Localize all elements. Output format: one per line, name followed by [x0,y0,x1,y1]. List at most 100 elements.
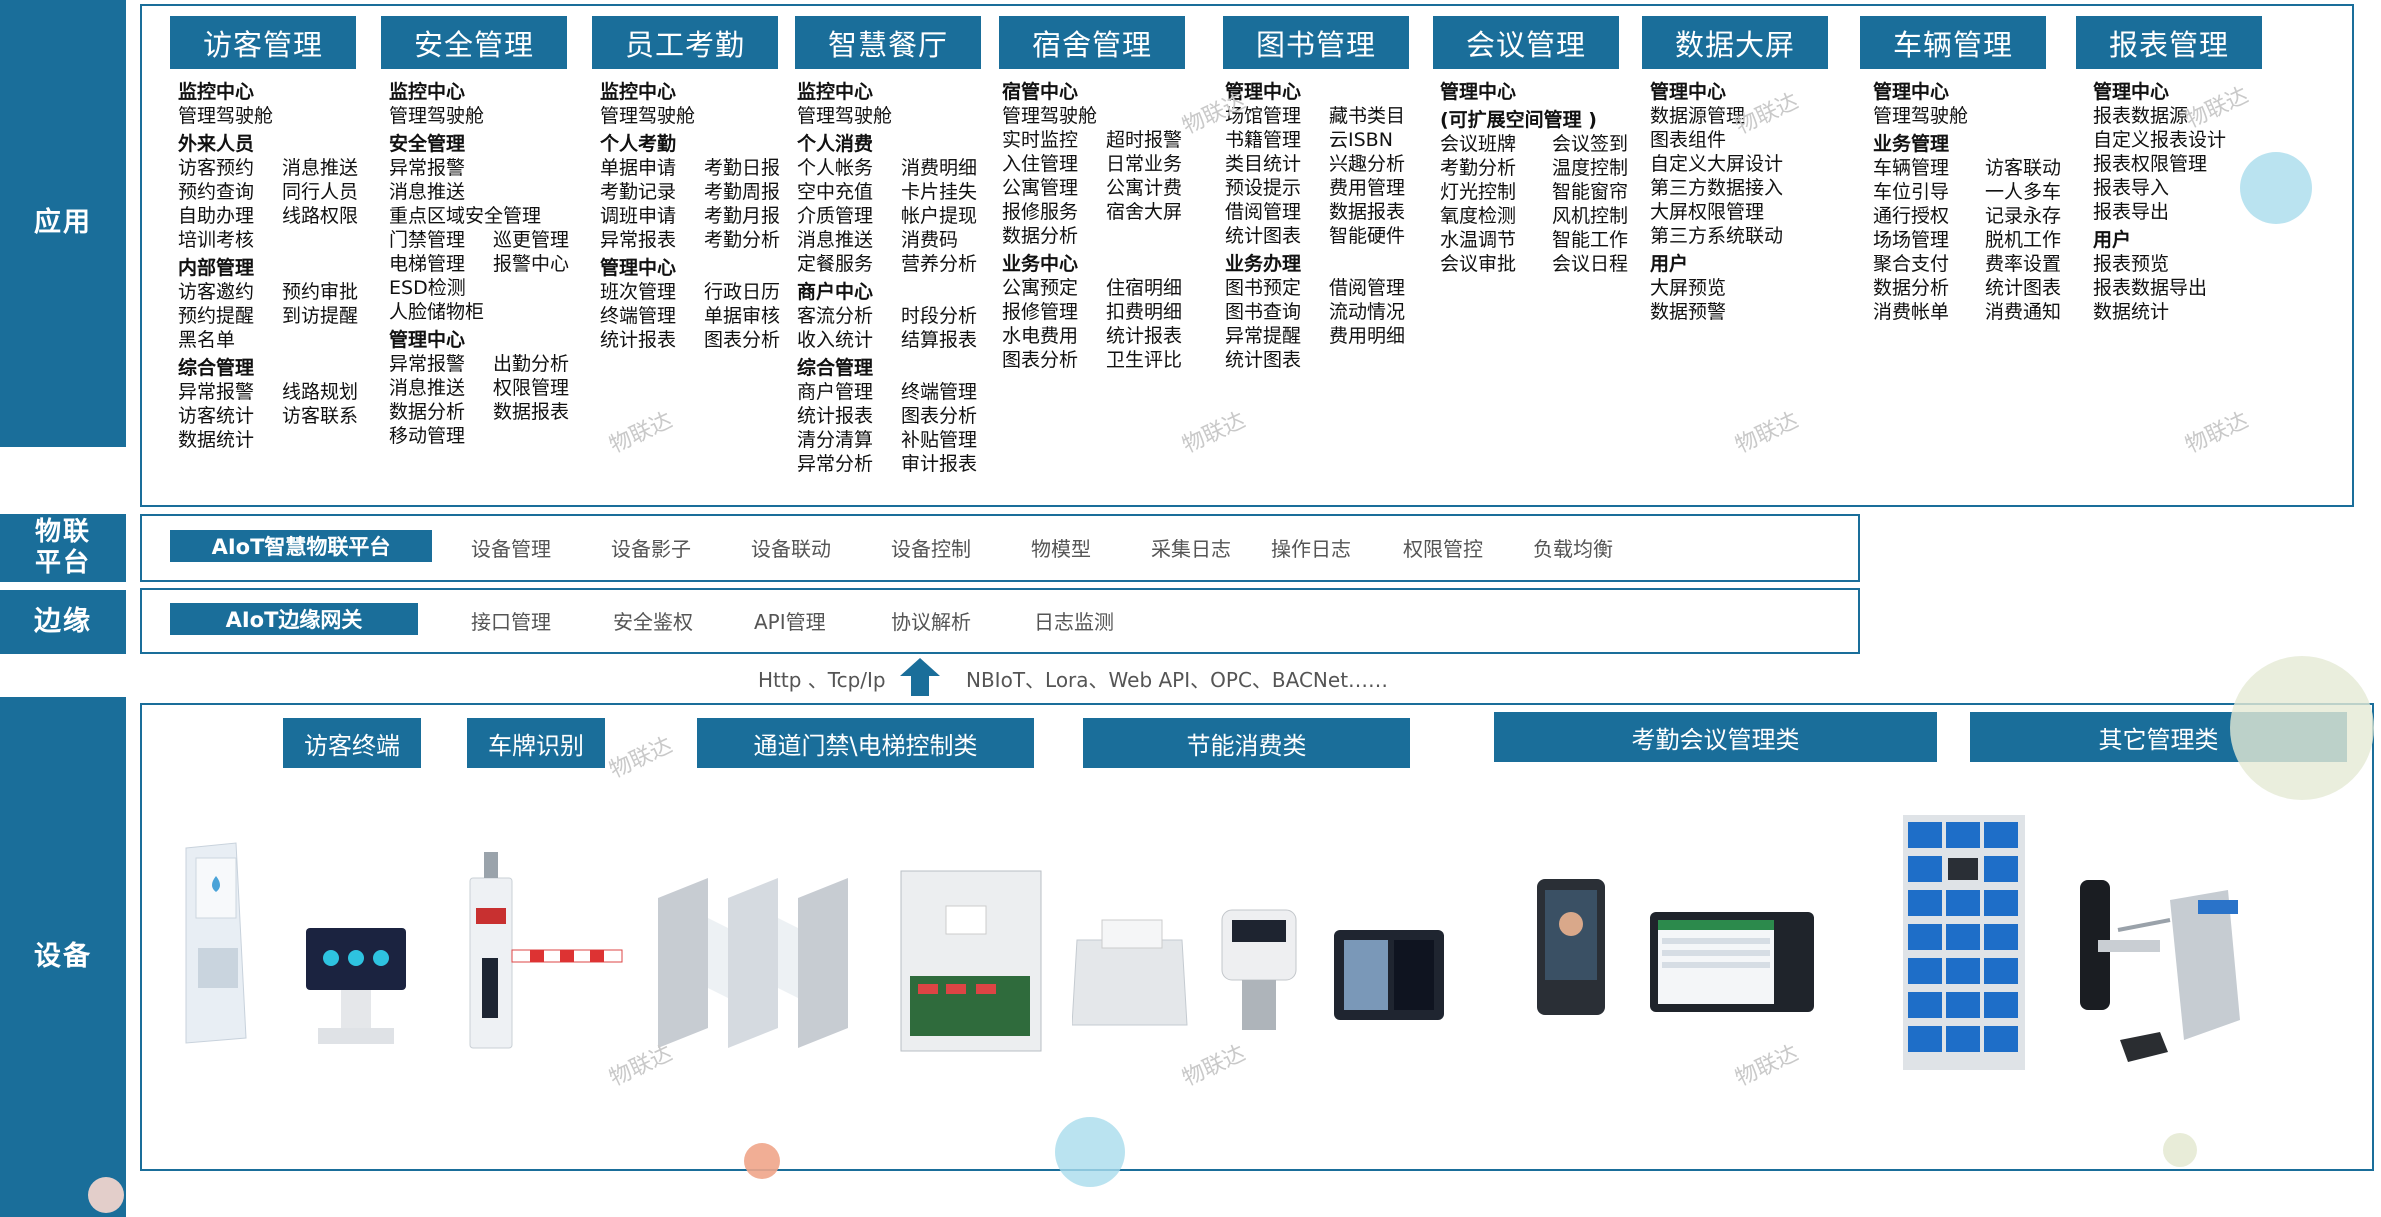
module-item: 预约提醒 [178,305,255,327]
module-item: 数据报表 [1329,201,1406,223]
module-item: 大屏权限管理 [1650,201,1765,223]
module-item: 脱机工作 [1985,229,2062,251]
module-item-row: 图表组件 [1650,128,1783,152]
module-item: 个人帐务 [797,157,874,179]
module-item: 消息推送 [797,229,874,251]
module-item: 实时监控 [1002,129,1079,151]
module-item-row: 图表分析卫生评比 [1002,348,1210,372]
module-item: 图书预定 [1225,277,1302,299]
module-header: 访客管理 [170,16,356,69]
module-item: 访客邀约 [178,281,255,303]
module-item: 自定义大屏设计 [1650,153,1784,175]
module-item-row: 访客预约 消息推送 [178,156,386,180]
module-item-row: 数据统计 [2093,300,2226,324]
module-item: 终端管理 [901,381,978,403]
module-item-row: 消费帐单 消费通知 [1873,300,2097,324]
module-item: 访客联动 [1985,157,2062,179]
module-column: 监控中心管理驾驶舱个人考勤单据申请考勤日报考勤记录考勤周报调班申请考勤月报异常报… [600,80,808,352]
module-group-title: 监控中心 [389,81,466,103]
module-item-row: 水温调节智能工作 [1440,228,1664,252]
module-item-row: 第三方数据接入 [1650,176,1783,200]
module-item: 消费帐单 [1873,301,1950,323]
module-item: 图表分析 [1002,349,1079,371]
module-column: 管理中心(可扩展空间管理 )会议班牌会议签到考勤分析温度控制灯光控制智能窗帘氧度… [1440,80,1664,276]
elevator-controller-illustration [900,870,1042,1052]
module-item: 数据分析 [1873,277,1950,299]
module-item: 清分清算 [797,429,874,451]
layer-label-iot: 物联 平台 [0,514,126,582]
module-item: 第三方数据接入 [1650,177,1784,199]
module-item-row: 管理驾驶舱 [1873,104,2097,128]
module-item-row: 入住管理日常业务 [1002,152,1210,176]
module-item: 预约审批 [282,281,359,303]
module-item-row: 统计报表图表分析 [600,328,808,352]
device-category-attendance-meeting: 考勤会议管理类 [1494,712,1937,762]
edge-item: 日志监测 [1034,610,1114,634]
module-item: 考勤月报 [704,205,781,227]
module-header: 图书管理 [1223,16,1409,69]
module-item: 黑名单 [178,329,236,351]
module-item: 借阅管理 [1225,201,1302,223]
module-item: 人脸储物柜 [389,301,485,323]
module-item: 单据审核 [704,305,781,327]
attendance-meeting-illustration [1537,879,1814,1015]
decor-circle [2163,1133,2197,1167]
module-item: 报表数据源 [2093,105,2189,127]
module-group-title: 管理中心 [1440,81,1517,103]
module-group-title: 用户 [2093,229,2132,251]
module-item-row: 数据统计 [178,428,386,452]
module-item: 管理驾驶舱 [1002,105,1098,127]
module-item: 线路权限 [282,205,359,227]
module-item-row: 报修服务宿舍大屏 [1002,200,1210,224]
decor-circle [2240,152,2312,224]
module-item-row: 公寓管理公寓计费 [1002,176,1210,200]
module-item-row: 预约查询同行人员 [178,180,386,204]
module-group-title: 内部管理 [178,257,255,279]
module-item: 消费码 [901,229,959,251]
module-item: 智能工作 [1552,229,1629,251]
module-item-row: 报表数据源 [2093,104,2226,128]
module-item-row: 消息推送权限管理 [389,376,597,400]
module-item: 访客预约 [178,157,255,179]
module-item: 公寓管理 [1002,177,1079,199]
module-group-title: 业务办理 [1225,253,1302,275]
iot-item: 负载均衡 [1533,537,1613,561]
edge-item: 接口管理 [471,610,551,634]
module-item: 异常报警 [389,157,466,179]
module-item: 报表导出 [2093,201,2170,223]
edge-gateway-tag: AIoT边缘网关 [170,603,418,635]
module-item: 温度控制 [1552,157,1629,179]
module-item: 考勤分析 [704,229,781,251]
module-item: 培训考核 [178,229,255,251]
module-item: 异常分析 [797,453,874,475]
module-item-row: 公寓预定住宿明细 [1002,276,1210,300]
module-item: 卡片挂失 [901,181,978,203]
module-item-row: 管理驾驶舱 [1002,104,1210,128]
decor-circle [744,1143,780,1179]
module-item-row: 电梯管理报警中心 [389,252,597,276]
module-item-row: 报表权限管理 [2093,152,2226,176]
module-column: 管理中心报表数据源自定义报表设计报表权限管理报表导入报表导出用户报表预览报表数据… [2093,80,2226,324]
module-item-row: 借阅管理 数据报表 [1225,200,1433,224]
module-item: 车位引导 [1873,181,1950,203]
module-header: 智慧餐厅 [795,16,981,69]
module-item-row: 管理驾驶舱 [797,104,1005,128]
module-group-title: 管理中心 [2093,81,2170,103]
module-item-row: 自定义报表设计 [2093,128,2226,152]
module-item-row: 会议审批会议日程 [1440,252,1664,276]
up-arrow-icon [900,658,940,696]
module-item: 商户管理 [797,381,874,403]
module-item: 消费通知 [1985,301,2062,323]
module-item: 审计报表 [901,453,978,475]
module-item-row: 氧度检测风机控制 [1440,204,1664,228]
module-item: 兴趣分析 [1329,153,1406,175]
module-item: 消息推送 [282,157,359,179]
module-item-row: 会议班牌会议签到 [1440,132,1664,156]
module-item: 报表预览 [2093,253,2170,275]
iot-item: 物模型 [1031,537,1091,561]
module-item-row: 大屏权限管理 [1650,200,1783,224]
module-item: 借阅管理 [1329,277,1406,299]
module-item: 住宿明细 [1106,277,1183,299]
module-item: 考勤记录 [600,181,677,203]
module-column: 监控中心管理驾驶舱安全管理异常报警消息推送重点区域安全管理门禁管理巡更管理电梯管… [389,80,597,448]
